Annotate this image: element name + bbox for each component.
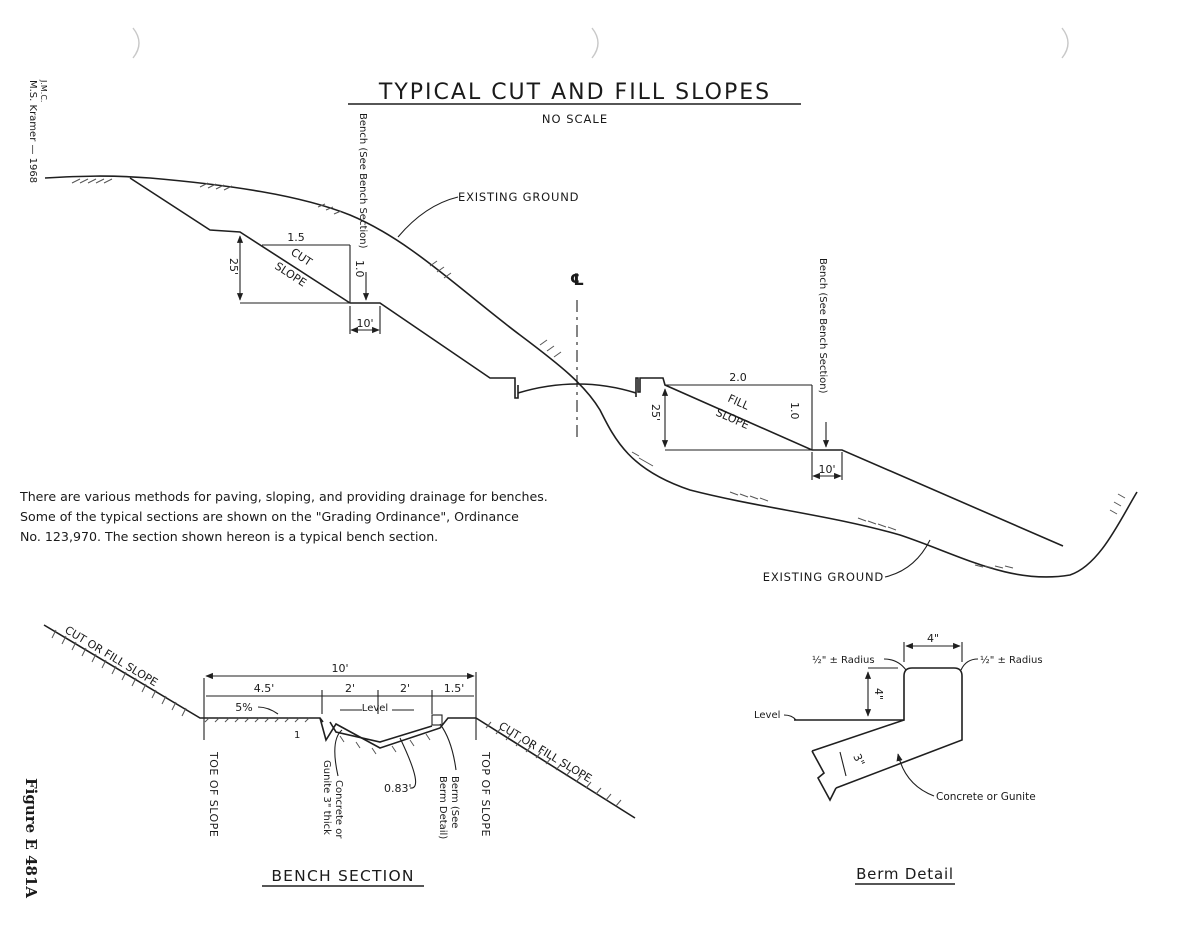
existing-ground-line [44,175,1138,578]
bench-dim-3: 2' [400,682,410,695]
bench-berm-2: Berm Detail) [437,776,448,839]
note-line-2: Some of the typical sections are shown o… [20,509,519,524]
bench-lower-slope-label: CUT OR FILL SLOPE [496,719,594,785]
fill-slope-detail: 2.0 1.0 25' FILL SLOPE 10' Bench (See Be… [649,258,843,480]
berm-level-label: Level [754,710,780,721]
fill-height: 25' [649,404,662,421]
cut-slope-detail: 1.5 1.0 25' CUT SLOPE 10' Bench (See Ben… [227,113,381,334]
berm-height: 4" [872,688,885,700]
fill-run: 2.0 [729,371,747,384]
fill-rise: 1.0 [788,402,801,420]
toe-of-slope-label: TOE OF SLOPE [207,751,220,837]
bench-dim-4: 1.5' [444,682,465,695]
berm-detail: 4" 4" 3" ½" ± Radius ½" ± Radius Level C… [754,632,1043,885]
bench-dim-1: 4.5' [254,682,275,695]
bench-callout-fill: Bench (See Bench Section) [817,258,828,394]
binder-holes [132,27,1069,59]
bench-note: There are various methods for paving, sl… [20,487,620,547]
berm-radius-right: ½" ± Radius [980,654,1043,666]
berm-width: 4" [927,632,939,645]
existing-ground-label-top: EXISTING GROUND [458,190,579,204]
drawing-title: TYPICAL CUT AND FILL SLOPES [378,80,771,105]
author-initials: J.M.C. [39,79,48,102]
cut-bench-width: 10' [356,317,373,330]
centerline-symbol: ℄ [570,270,584,289]
ground-hatching [71,178,1126,569]
cut-run: 1.5 [287,231,305,244]
berm-material-label: Concrete or Gunite [936,791,1036,803]
scale-note: NO SCALE [542,112,608,126]
bench-section: CUT OR FILL SLOPE CUT OR FILL SLOPE 10' … [43,623,636,887]
berm-thickness: 3" [850,752,867,768]
bench-total-width: 10' [331,662,348,675]
existing-ground-leader [397,196,459,238]
bench-dim-2: 2' [345,682,355,695]
bench-section-title: BENCH SECTION [271,867,414,885]
bench-callout-cut: Bench (See Bench Section) [357,113,368,249]
cut-height: 25' [227,258,240,275]
bench-level-label: Level [362,703,388,714]
berm-detail-title: Berm Detail [856,865,954,883]
bench-upper-slope-label: CUT OR FILL SLOPE [62,623,160,689]
bench-concrete-1: Concrete or [333,780,344,839]
bench-depth: 0.83' [384,782,412,795]
bench-one-label: 1 [294,730,300,741]
note-line-3: No. 123,970. The section shown hereon is… [20,529,439,544]
bench-berm-1: Berm (See [449,776,460,828]
bench-concrete-2: Gunite 3" thick [321,760,332,835]
figure-label: Figure E 481A [22,778,40,898]
note-line-1: There are various methods for paving, sl… [20,489,548,504]
bench-grade: 5% [235,701,252,714]
existing-ground-leader-2 [884,539,931,578]
berm-radius-left: ½" ± Radius [812,654,875,666]
author-stamp: M.S. Kramer — 1968 [27,80,38,183]
cut-rise: 1.0 [353,260,366,278]
proposed-grade-line [129,177,1064,547]
top-of-slope-label: TOP OF SLOPE [479,751,492,837]
existing-ground-label-bottom: EXISTING GROUND [763,570,884,584]
fill-bench-width: 10' [818,463,835,476]
